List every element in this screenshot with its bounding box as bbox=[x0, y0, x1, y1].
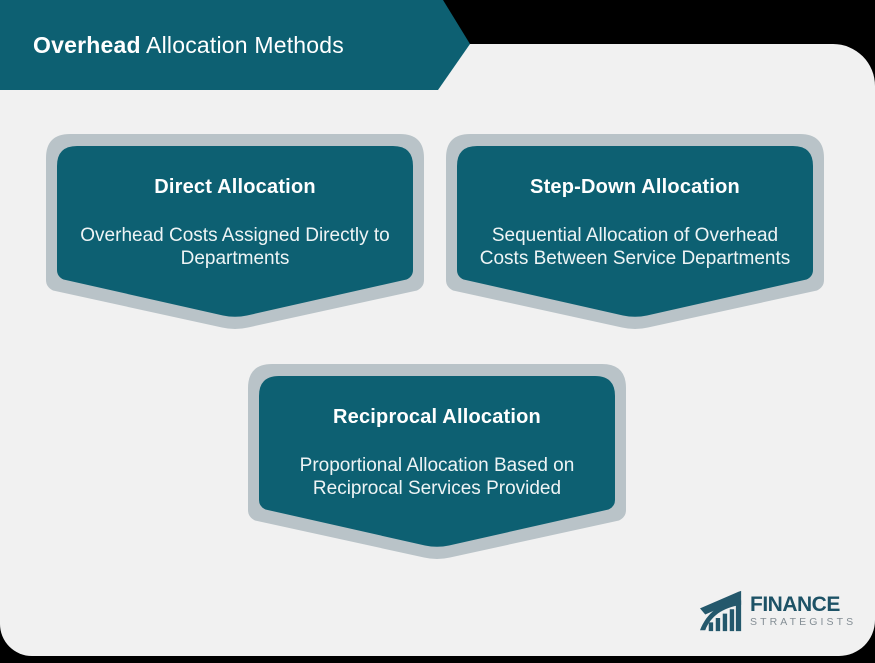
page-title-rest: Allocation Methods bbox=[140, 31, 344, 58]
badge-shape-icon bbox=[446, 134, 824, 329]
card-description: Proportional Allocation Based on Recipro… bbox=[299, 455, 575, 499]
brand-logo-text: FINANCE STRATEGISTS bbox=[750, 592, 857, 628]
card-text: Step-Down Allocation Sequential Allocati… bbox=[466, 176, 804, 270]
card-title: Direct Allocation bbox=[154, 176, 316, 198]
bridge-chart-icon bbox=[700, 590, 742, 632]
page-title: Overhead Allocation Methods bbox=[33, 32, 344, 59]
card-step-down-allocation: Step-Down Allocation Sequential Allocati… bbox=[446, 134, 824, 332]
brand-logo: FINANCE STRATEGISTS bbox=[700, 590, 856, 632]
brand-name: FINANCE bbox=[750, 592, 840, 616]
card-title: Step-Down Allocation bbox=[530, 176, 740, 198]
card-title: Reciprocal Allocation bbox=[333, 406, 541, 428]
card-reciprocal-allocation: Reciprocal Allocation Proportional Alloc… bbox=[248, 364, 626, 562]
badge-shape-icon bbox=[248, 364, 626, 559]
page-title-bold: Overhead bbox=[33, 31, 141, 58]
header-banner: Overhead Allocation Methods bbox=[0, 0, 470, 90]
badge-shape-icon bbox=[46, 134, 424, 329]
card-text: Direct Allocation Overhead Costs Assigne… bbox=[66, 176, 404, 270]
brand-subname: STRATEGISTS bbox=[750, 615, 857, 628]
card-description: Sequential Allocation of Overhead Costs … bbox=[479, 225, 791, 269]
card-text: Reciprocal Allocation Proportional Alloc… bbox=[268, 406, 606, 500]
card-direct-allocation: Direct Allocation Overhead Costs Assigne… bbox=[46, 134, 424, 332]
card-description: Overhead Costs Assigned Directly to Depa… bbox=[80, 225, 390, 269]
